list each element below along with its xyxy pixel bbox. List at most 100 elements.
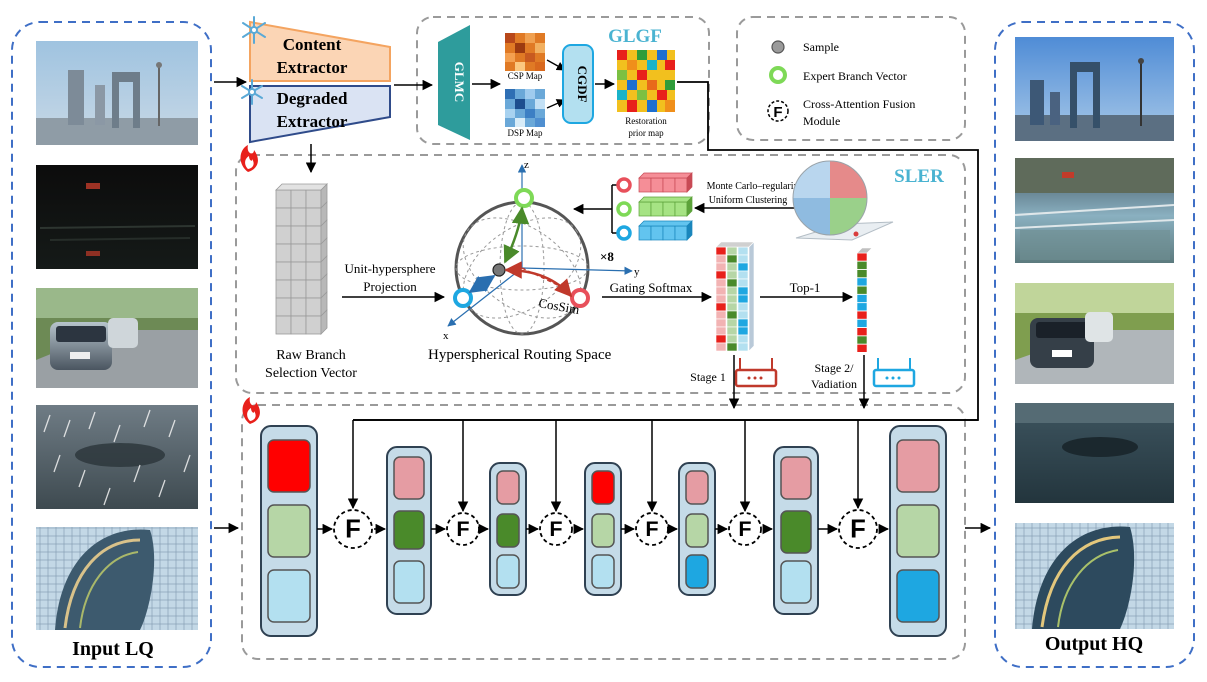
- branch-slot: [896, 439, 940, 493]
- raw-branch-cell: [290, 189, 307, 209]
- expert-vector-top: [638, 196, 693, 203]
- raw-branch-cell: [275, 189, 292, 209]
- raw-branch-cell: [290, 243, 307, 263]
- sler-title: SLER: [894, 166, 944, 187]
- raw-branch-cell: [305, 261, 322, 281]
- raw-branch-cell: [305, 315, 322, 335]
- raw-branch-cell: [290, 261, 307, 281]
- output-label: Output HQ: [1045, 633, 1143, 655]
- top1-label: Top-1: [790, 280, 821, 295]
- restoration-backbone-border: [241, 404, 966, 660]
- branch-slot: [267, 569, 311, 623]
- branch-slot: [685, 470, 709, 505]
- expert-vector-cell: [650, 177, 664, 193]
- raw-branch-cell: [305, 243, 322, 263]
- input-image-rain: [36, 405, 198, 509]
- gating-prob-cell: [715, 310, 727, 320]
- raw-branch-cell: [290, 279, 307, 299]
- clustering-sphere: [792, 160, 894, 241]
- expert-vector-cell: [638, 201, 652, 217]
- output-image-enhanced: [1014, 158, 1175, 263]
- gating-prob-cell: [715, 246, 727, 256]
- restoration-prior-label-1: Restoration: [625, 116, 667, 126]
- times8-label: ×8: [600, 249, 614, 264]
- fusion-module-symbol: F: [345, 516, 361, 544]
- gating-prob-cell: [715, 294, 727, 304]
- gating-prob-top: [715, 241, 755, 248]
- expert-vector-cell: [638, 225, 652, 241]
- expert-vector-side: [686, 172, 693, 193]
- csp-map-label: CSP Map: [508, 71, 543, 81]
- raw-branch-vector: [275, 183, 328, 335]
- output-image-deblurred: [1015, 283, 1174, 384]
- glmc-label: GLMC: [452, 62, 467, 102]
- branch-slot: [496, 513, 520, 548]
- expert-vector-cell: [674, 201, 688, 217]
- top1-cell: [856, 252, 868, 262]
- fusion-module: [539, 512, 573, 546]
- gating-prob-cell: [726, 286, 738, 296]
- gating-prob-cell: [715, 262, 727, 272]
- fusion-module: [333, 509, 373, 549]
- expert-vector-top: [638, 220, 693, 227]
- gating-prob-cell: [726, 302, 738, 312]
- expert-vector-cell: [638, 177, 652, 193]
- output-image-derained: [1015, 403, 1174, 503]
- expert-blue-point: [453, 288, 473, 308]
- flame-icon: [240, 145, 258, 172]
- routing-space-label: Hyperspherical Routing Space: [428, 347, 612, 363]
- legend-fusion-label-2: Module: [803, 114, 840, 128]
- snowflake-icon: [242, 16, 266, 44]
- gating-prob-cell: [726, 270, 738, 280]
- green-similarity-arrow: [503, 206, 530, 264]
- fusion-module: [838, 509, 878, 549]
- input-image-glass: [36, 527, 198, 630]
- cgdf-block: [562, 44, 594, 124]
- axis-y-label: y: [634, 266, 640, 278]
- expert-branch-legend-icon: [769, 66, 787, 84]
- degraded-extractor-line1: Degraded: [277, 89, 348, 108]
- raw-branch-top: [275, 183, 328, 191]
- gating-prob-cell: [715, 318, 727, 328]
- red-similarity-arrow: [504, 261, 573, 298]
- fusion-module-symbol: F: [645, 516, 658, 541]
- top1-cell: [856, 343, 868, 353]
- top1-cell: [856, 294, 868, 303]
- gating-prob-cell: [715, 342, 727, 352]
- restoration-prior-map: [617, 50, 675, 112]
- raw-branch-cell: [290, 297, 307, 317]
- branch-slot: [591, 470, 615, 505]
- sample-legend-icon: [771, 40, 785, 54]
- branch-slot: [393, 510, 425, 550]
- top1-cell: [856, 260, 868, 270]
- gating-prob-cell: [726, 246, 738, 256]
- gating-prob-cell: [737, 342, 749, 352]
- mc-label-1: Monte Carlo–regularized: [707, 181, 808, 192]
- raw-branch-cell: [305, 297, 322, 317]
- fusion-module: [728, 512, 762, 546]
- expert-vector-icon: [616, 225, 632, 241]
- expert-vector-cell: [662, 225, 676, 241]
- dsp-map: [505, 89, 545, 127]
- input-image-lowlight: [36, 165, 198, 269]
- raw-branch-cell: [275, 207, 292, 227]
- gating-prob-cell: [715, 254, 727, 264]
- raw-branch-cell: [275, 297, 292, 317]
- projection-label-1: Unit-hypersphere: [345, 261, 436, 276]
- expert-vector-side: [686, 220, 693, 241]
- expert-vectors: [616, 172, 693, 241]
- input-image-haze: [36, 41, 198, 145]
- content-extractor: [249, 20, 391, 82]
- gating-prob-cell: [737, 270, 749, 280]
- raw-branch-cell: [305, 207, 322, 227]
- degraded-extractor-line2: Extractor: [277, 112, 348, 131]
- top1-cell: [856, 327, 868, 337]
- top1-cell: [856, 310, 868, 320]
- branch-slot: [591, 513, 615, 548]
- branch-slot: [780, 510, 812, 554]
- top1-cell: [856, 269, 868, 278]
- flame-icon: [242, 397, 260, 424]
- expert-vector-cell: [650, 225, 664, 241]
- input-image-blur: [36, 288, 198, 388]
